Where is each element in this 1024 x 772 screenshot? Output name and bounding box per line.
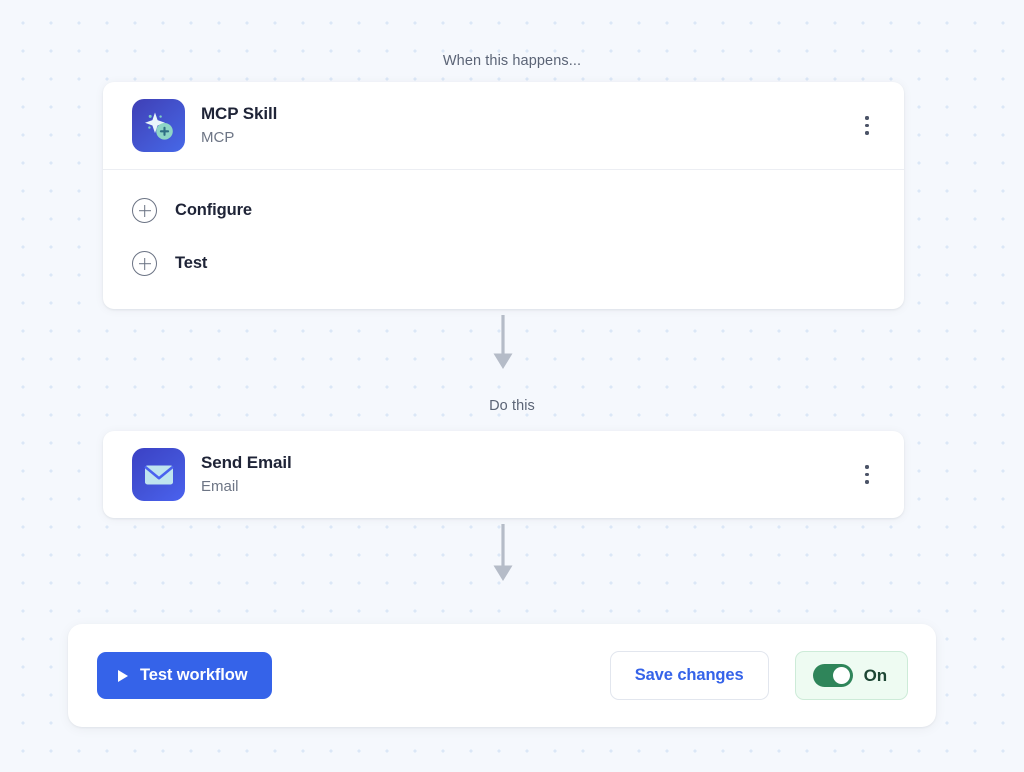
kebab-dot (865, 472, 869, 477)
toggle-knob (832, 667, 850, 684)
trigger-card-subtitle: MCP (201, 128, 235, 146)
trigger-card-header[interactable]: MCP Skill MCP (103, 82, 904, 169)
arrow-down-icon (488, 524, 518, 582)
toggle-state-label: On (863, 665, 888, 685)
test-workflow-label: Test workflow (140, 666, 248, 684)
toggle-switch[interactable] (812, 664, 853, 687)
kebab-menu-icon[interactable] (852, 109, 882, 143)
action-card[interactable]: Send Email Email (103, 431, 904, 518)
plus-circle-icon (132, 251, 157, 276)
workflow-action-bar: Test workflow Save changes On (68, 624, 936, 727)
test-workflow-button[interactable]: Test workflow (97, 652, 272, 699)
arrow-down-icon (488, 315, 518, 370)
trigger-card[interactable]: MCP Skill MCP Configure Test (103, 82, 904, 309)
action-card-titles: Send Email Email (201, 452, 292, 497)
play-icon (118, 669, 128, 682)
trigger-steps-list: Configure Test (103, 170, 904, 298)
card-divider (103, 169, 904, 170)
action-card-title: Send Email (201, 453, 292, 473)
kebab-dot (865, 131, 869, 135)
mcp-sparkle-plus-icon (132, 99, 185, 152)
kebab-dot (865, 480, 869, 484)
step-label-test: Test (175, 254, 208, 272)
action-card-header[interactable]: Send Email Email (103, 431, 904, 518)
kebab-dot (865, 116, 869, 120)
action-bar-right-group: Save changes On (609, 651, 908, 700)
kebab-dot (865, 465, 869, 469)
workflow-status-toggle[interactable]: On (794, 651, 908, 700)
kebab-dot (865, 123, 869, 128)
save-changes-button[interactable]: Save changes (609, 651, 769, 700)
step-label-configure: Configure (175, 201, 253, 219)
action-section-caption: Do this (489, 398, 535, 414)
kebab-menu-icon[interactable] (852, 458, 882, 492)
step-row-test[interactable]: Test (103, 237, 904, 290)
trigger-card-titles: MCP Skill MCP (201, 103, 277, 148)
envelope-icon (132, 448, 185, 501)
action-card-subtitle: Email (201, 477, 239, 495)
plus-circle-icon (132, 198, 157, 223)
trigger-section-caption: When this happens... (442, 53, 582, 69)
step-row-configure[interactable]: Configure (103, 184, 904, 237)
trigger-card-title: MCP Skill (201, 104, 278, 124)
